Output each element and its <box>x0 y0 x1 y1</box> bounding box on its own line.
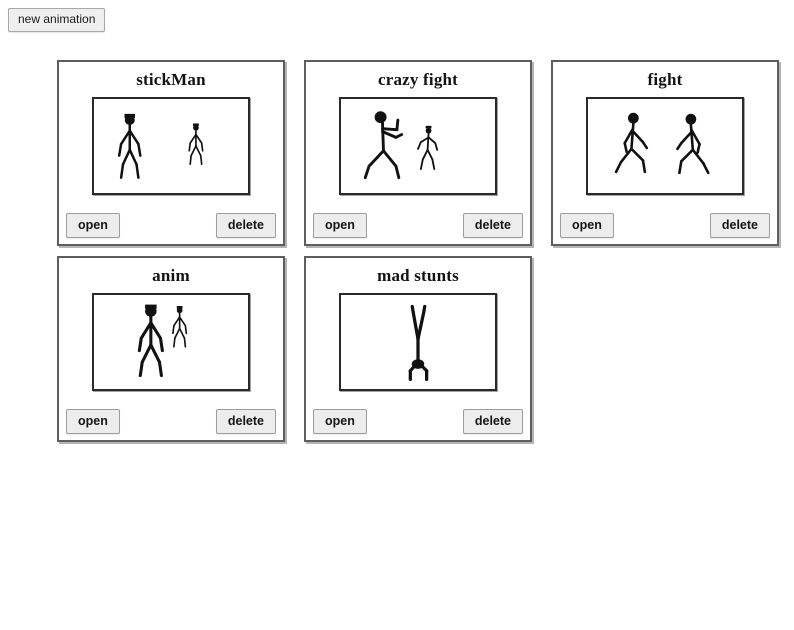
card-title: anim <box>152 266 190 285</box>
card-row-2: anim <box>57 256 787 452</box>
stick-figure-scene <box>408 304 429 382</box>
stick-figure-scene <box>614 112 710 175</box>
stick-figure-scene <box>363 111 439 180</box>
delete-button[interactable]: delete <box>462 408 523 434</box>
stick-figure-scene <box>137 304 188 378</box>
new-animation-button[interactable]: new animation <box>8 8 106 32</box>
delete-button[interactable]: delete <box>215 212 276 238</box>
delete-button[interactable]: delete <box>462 212 523 238</box>
card-title: mad stunts <box>377 266 459 285</box>
card-row-1: stickMan <box>57 60 787 256</box>
open-button[interactable]: open <box>66 212 120 238</box>
animation-card[interactable]: mad stunts <box>304 256 532 442</box>
open-button[interactable]: open <box>66 408 120 434</box>
animation-preview-stage[interactable] <box>586 97 744 195</box>
animation-card[interactable]: anim <box>57 256 285 442</box>
card-actions: open delete <box>553 211 777 238</box>
delete-button[interactable]: delete <box>709 212 770 238</box>
card-actions: open delete <box>306 407 530 434</box>
toolbar: new animation <box>8 8 106 32</box>
open-button[interactable]: open <box>313 408 367 434</box>
card-actions: open delete <box>59 211 283 238</box>
animation-card[interactable]: fight <box>551 60 779 246</box>
open-button[interactable]: open <box>313 212 367 238</box>
animation-preview-stage[interactable] <box>92 97 250 195</box>
card-actions: open delete <box>59 407 283 434</box>
animation-card[interactable]: crazy fight <box>304 60 532 246</box>
animation-preview-stage[interactable] <box>92 293 250 391</box>
open-button[interactable]: open <box>560 212 614 238</box>
animation-preview-stage[interactable] <box>339 97 497 195</box>
animation-preview-stage[interactable] <box>339 293 497 391</box>
animation-card-grid: stickMan <box>57 60 787 452</box>
animation-card[interactable]: stickMan <box>57 60 285 246</box>
stick-figure-scene <box>117 113 204 179</box>
card-title: crazy fight <box>377 70 459 89</box>
card-title: stickMan <box>136 70 206 89</box>
card-actions: open delete <box>306 211 530 238</box>
delete-button[interactable]: delete <box>215 408 276 434</box>
card-title: fight <box>647 70 683 89</box>
